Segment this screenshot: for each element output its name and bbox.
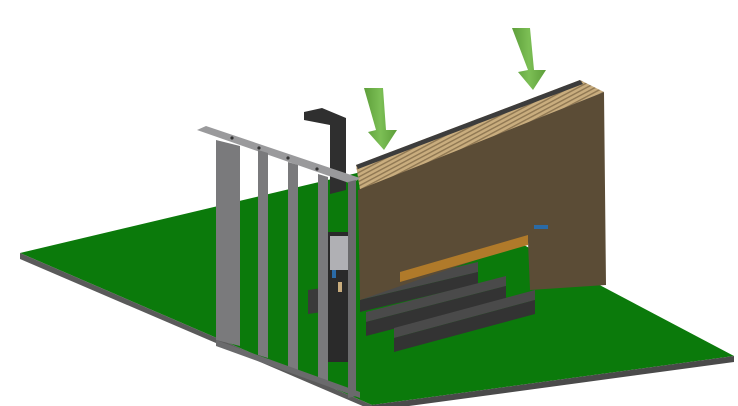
pcie-slot-2	[366, 276, 506, 336]
pcie-card	[356, 80, 606, 300]
insert-arrow-1	[364, 88, 397, 150]
chassis-slot-bracket	[197, 126, 360, 398]
blue-component	[534, 225, 548, 229]
pcie-slot-3	[394, 290, 535, 352]
insert-arrow-2	[512, 28, 546, 90]
pcie-slots	[308, 262, 535, 352]
pcie-slot-1	[360, 262, 478, 312]
edge-connector	[400, 235, 528, 282]
